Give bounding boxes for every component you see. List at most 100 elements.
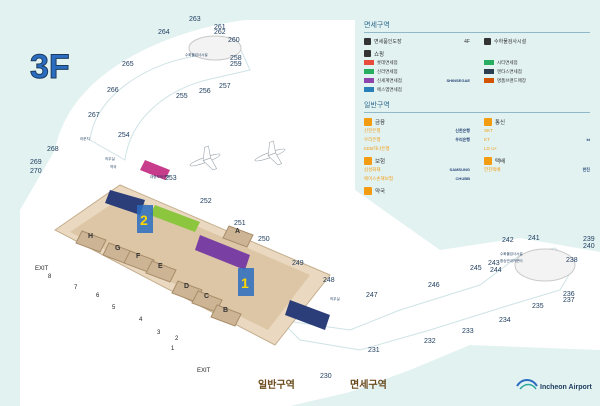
concourse-blocks — [75, 225, 254, 327]
gate-264-label: 264 — [158, 29, 170, 36]
concourse-north — [89, 47, 251, 161]
shop-right-1: 엔타스면세점 — [484, 67, 590, 76]
finance-item-2: KEB하나은행 — [364, 145, 390, 151]
airplane-icon — [189, 145, 221, 171]
exit-2-label: 2 — [175, 336, 179, 342]
row-f-label: F — [136, 253, 141, 260]
airplane-icon — [254, 140, 286, 166]
gate-254-label: 254 — [118, 132, 130, 139]
pharmacy-legend: 약국 — [364, 186, 470, 195]
row-g-label: G — [115, 245, 121, 252]
gate-243-label: 243 — [488, 260, 500, 267]
exit-label-bottom: EXIT — [197, 368, 211, 374]
checkin-row-e — [145, 260, 177, 283]
gate-250-label: 250 — [258, 236, 270, 243]
shop-right-2: 명품브랜드매장 — [484, 76, 590, 85]
shop-strip-center — [195, 235, 250, 270]
incheon-airport-logo: Incheon Airport — [516, 379, 593, 391]
row-a-label: A — [235, 228, 240, 235]
shop-color-swatch — [364, 60, 374, 65]
gate-268-label: 268 — [47, 146, 59, 153]
baggage-check-icon — [484, 38, 491, 45]
gate-237-label: 237 — [563, 297, 575, 304]
row-c-label: C — [204, 293, 209, 300]
gate-246-label: 246 — [428, 282, 440, 289]
shop-color-swatch — [484, 60, 494, 65]
gate-259-label: 259 — [230, 61, 242, 68]
baggage-check-label-east: 수화물검사시설 — [500, 251, 523, 256]
legend-baggage-check: 수하물검사시설 — [484, 37, 590, 46]
shop-strip-pink — [140, 160, 170, 180]
shop-strip-north — [105, 190, 145, 215]
telecom-icon — [484, 117, 492, 126]
shop-left-3: 에스엠면세점 — [364, 85, 470, 94]
shop-color-swatch — [484, 78, 494, 83]
svg-text:1: 1 — [241, 275, 249, 291]
gate-240-label: 240 — [583, 243, 595, 250]
gate-239-label: 239 — [583, 236, 595, 243]
pier-marker-2: 2 — [137, 205, 153, 233]
pharmacy-icon — [364, 186, 372, 195]
gate-261-label: 261 — [214, 24, 226, 31]
shopping-bag-icon — [364, 50, 371, 57]
gate-236-label: 236 — [563, 291, 575, 298]
general-zone-label: 일반구역 — [258, 378, 295, 391]
shop-right-0: 시티면세점 — [484, 58, 590, 67]
exit-5-label: 5 — [112, 305, 116, 311]
telecom-item-2: LG U+ — [484, 146, 498, 151]
shop-left-0: 롯데면세점 — [364, 58, 470, 67]
gate-252-label: 252 — [200, 198, 212, 205]
gate-233-label: 233 — [462, 328, 474, 335]
gate-247-label: 247 — [366, 292, 378, 299]
checkin-row-b — [210, 304, 242, 327]
shop-left-1: 신라면세점 — [364, 67, 470, 76]
exit-label-left: EXIT — [35, 266, 49, 272]
exit-4-label: 4 — [139, 317, 143, 323]
tax-refund-icon — [364, 38, 371, 45]
exit-1-label: 1 — [171, 346, 175, 352]
gate-248-label: 248 — [323, 277, 335, 284]
gate-244-label: 244 — [490, 267, 502, 274]
terminal-floor — [70, 195, 310, 330]
finance-icon — [364, 117, 372, 126]
svg-text:Incheon Airport: Incheon Airport — [540, 384, 593, 391]
gate-253-label: 253 — [165, 175, 177, 182]
gate-245-label: 245 — [470, 265, 482, 272]
medical-label: 의무실 — [105, 156, 115, 161]
shop-color-swatch — [364, 78, 374, 83]
gate-230-label: 230 — [320, 373, 332, 380]
gate-241-label: 241 — [528, 235, 540, 242]
gate-251-label: 251 — [234, 220, 246, 227]
gate-270-label: 270 — [30, 168, 42, 175]
delivery-icon — [484, 156, 492, 165]
shopping-legend-title-row: 쇼핑 — [364, 49, 590, 58]
baggage-check-label: 수화물검사시설 — [185, 52, 208, 57]
gate-labels: 2302312322332342352362372382392402412422… — [30, 16, 595, 380]
legend-tax-refund: 면세품인도장 4F — [364, 37, 470, 46]
exit-8-label: 8 — [48, 274, 52, 280]
shop-strip-east — [285, 300, 330, 330]
row-h-label: H — [88, 233, 93, 240]
bonded-area-label: 대형보세구역 — [150, 174, 169, 179]
gate-238-label: 238 — [566, 257, 578, 264]
shop-color-swatch — [484, 69, 494, 74]
gate-258-label: 258 — [230, 55, 242, 62]
exit-6-label: 6 — [96, 293, 100, 299]
gate-265-label: 265 — [122, 61, 134, 68]
gate-260-label: 260 — [228, 37, 240, 44]
pier-marker-1: 1 — [238, 268, 254, 296]
dutyfree-zone-label: 면세구역 — [350, 378, 387, 391]
